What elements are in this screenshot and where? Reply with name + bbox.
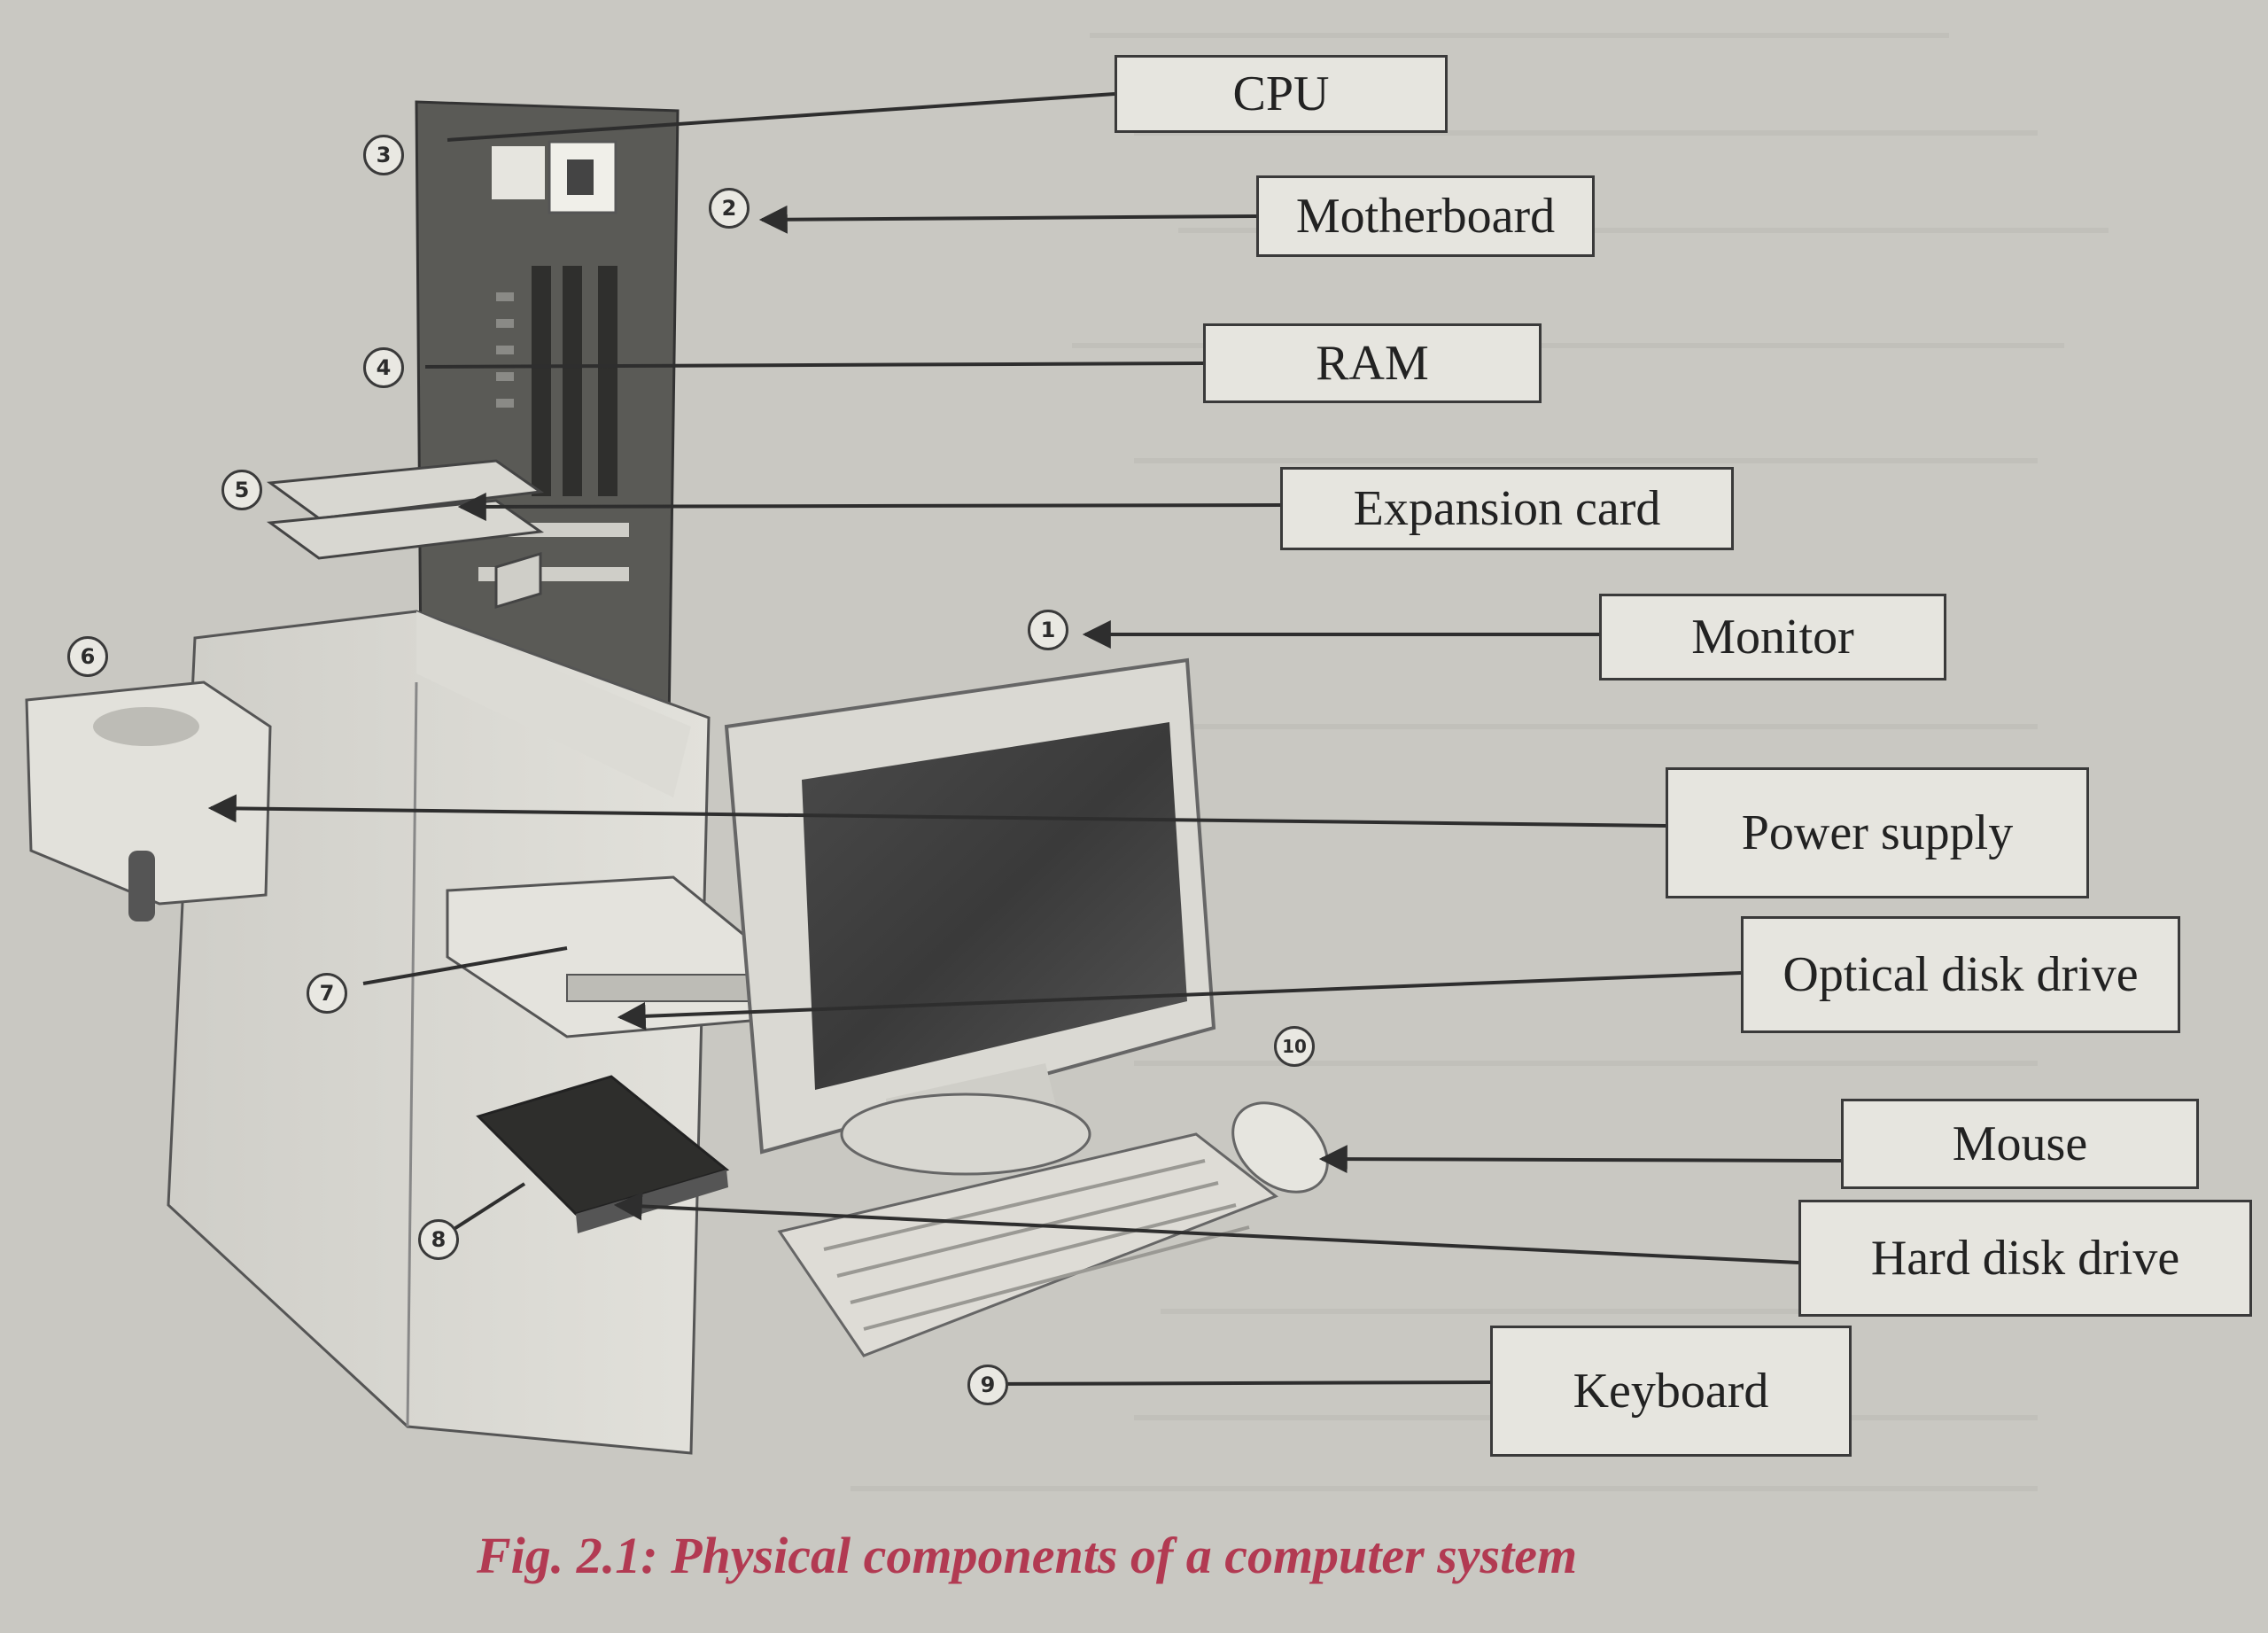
marker-cpu: 3: [363, 135, 404, 175]
leader-lines: [207, 92, 1842, 1386]
computer-case-illustration: [167, 610, 711, 1455]
figure-caption: Fig. 2.1: Physical components of a compu…: [477, 1527, 1578, 1584]
mouse-label: Mouse: [1841, 1099, 2199, 1189]
marker-keyboard: 9: [967, 1365, 1008, 1405]
marker-ram: 4: [363, 347, 404, 388]
marker-mouse: 10: [1274, 1026, 1315, 1067]
cpu-label: CPU: [1115, 55, 1448, 133]
hard-disk-drive-label: Hard disk drive: [1798, 1200, 2252, 1317]
marker-optical-disk-drive: 7: [307, 973, 347, 1014]
power-supply-illustration: [25, 680, 272, 921]
marker-hard-disk-drive: 8: [418, 1219, 459, 1260]
marker-motherboard: 2: [709, 188, 750, 229]
ram-label: RAM: [1203, 323, 1542, 403]
expansion-card-label: Expansion card: [1280, 467, 1734, 550]
marker-power-supply: 6: [67, 636, 108, 677]
keyboard-illustration: [777, 1132, 1279, 1357]
monitor-label: Monitor: [1599, 594, 1946, 680]
marker-expansion-card: 5: [221, 470, 262, 510]
power-supply-label: Power supply: [1666, 767, 2089, 898]
marker-monitor: 1: [1028, 610, 1068, 650]
optical-drive-illustration: [446, 875, 773, 1038]
mouse-illustration: [1231, 1101, 1329, 1194]
expansion-card-illustration: [266, 459, 545, 610]
optical-disk-drive-label: Optical disk drive: [1741, 916, 2180, 1033]
monitor-illustration: [724, 657, 1216, 1176]
keyboard-label: Keyboard: [1490, 1326, 1852, 1457]
motherboard-label: Motherboard: [1256, 175, 1595, 257]
